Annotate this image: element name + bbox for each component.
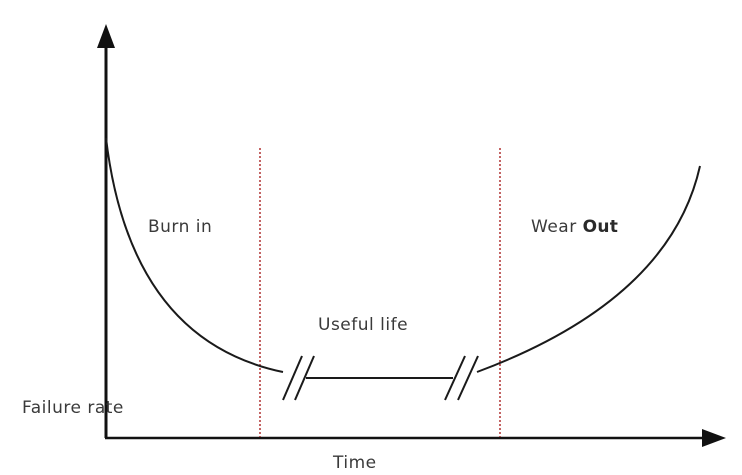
burn-in-label: Burn in (148, 217, 212, 237)
break-mark-left-1 (282, 355, 303, 401)
x-axis-arrowhead (702, 429, 726, 447)
break-mark-left-2 (294, 355, 315, 401)
wear-out-label-bold: Out (583, 217, 619, 237)
wear-out-curve (476, 165, 701, 373)
wear-out-label: Wear Out (531, 217, 618, 237)
wear-out-label-prefix: Wear (531, 217, 583, 237)
x-axis-label: Time (332, 453, 377, 473)
y-axis-label: Failure rate (22, 398, 124, 418)
useful-life-label: Useful life (318, 315, 408, 335)
burn-in-curve (105, 137, 284, 373)
y-axis-arrowhead (97, 24, 115, 48)
break-mark-right-2 (457, 355, 479, 401)
break-mark-right-1 (444, 355, 466, 401)
